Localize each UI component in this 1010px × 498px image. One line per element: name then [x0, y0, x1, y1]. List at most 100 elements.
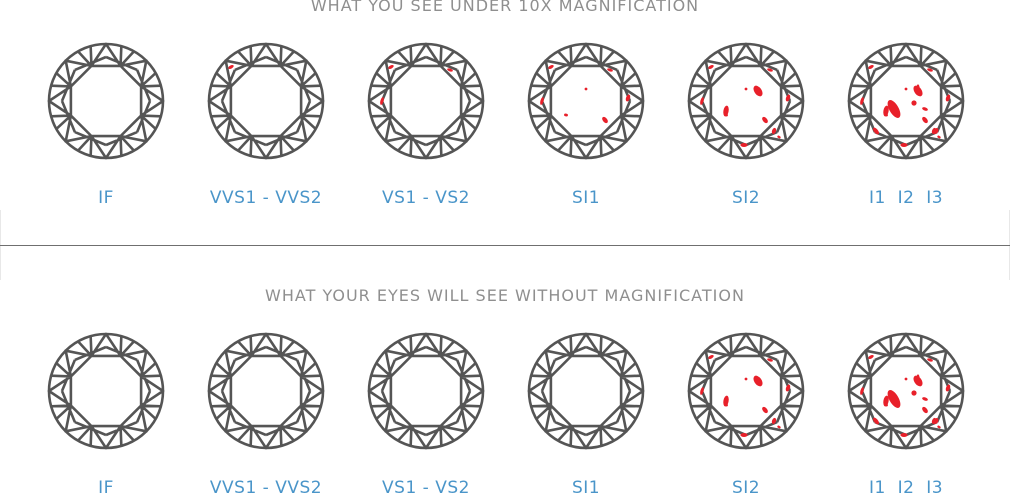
grade-label-si2: SI2: [731, 478, 761, 498]
inclusion-mark: [883, 105, 889, 117]
inclusion-mark: [904, 87, 908, 91]
round-brilliant-diamond-icon: [687, 332, 805, 450]
inclusion-mark: [916, 374, 920, 382]
inclusion-mark: [777, 135, 781, 139]
section-title: WHAT YOUR EYES WILL SEE WITHOUT MAGNIFIC…: [265, 286, 745, 305]
inclusion-mark: [700, 387, 704, 395]
inclusion-mark: [860, 387, 864, 395]
inclusion-mark: [873, 127, 879, 135]
inclusion-mark: [228, 64, 234, 70]
diamond-icon: [686, 331, 806, 451]
inclusion-mark: [723, 395, 729, 407]
grade-label-i: I1 I2 I3: [868, 478, 944, 498]
section-naked-eye: WHAT YOUR EYES WILL SEE WITHOUT MAGNIFIC…: [0, 248, 1010, 498]
facet-lines: [367, 42, 485, 160]
diamond-icon: [686, 41, 806, 161]
round-brilliant-diamond-icon: [207, 42, 325, 160]
inclusion-mark: [922, 107, 928, 111]
round-brilliant-diamond-icon: [527, 332, 645, 450]
grade-label-vs: VS1 - VS2: [382, 188, 470, 208]
inclusion-mark: [922, 116, 928, 124]
facet-lines: [687, 332, 805, 450]
inclusion-mark: [933, 128, 939, 134]
diamond-icon: [846, 41, 966, 161]
diamond-icon: [366, 41, 486, 161]
inclusion-mark: [887, 100, 901, 118]
facet-lines: [847, 332, 965, 450]
inclusion-mark: [700, 97, 704, 105]
inclusion-mark: [937, 425, 941, 429]
inclusion-mark: [927, 358, 933, 362]
inclusion-mark: [762, 406, 768, 414]
inclusion-mark: [753, 85, 763, 97]
inclusion-mark: [785, 384, 791, 392]
inclusion-mark: [584, 87, 588, 91]
round-brilliant-diamond-icon: [847, 332, 965, 450]
inclusion-mark: [904, 377, 908, 381]
inclusion-mark: [771, 417, 777, 425]
inclusion-mark: [723, 105, 729, 117]
inclusion-mark: [927, 68, 933, 72]
facet-lines: [47, 42, 165, 160]
grade-label-i: I1 I2 I3: [868, 188, 944, 208]
diamond-icon: [366, 331, 486, 451]
facet-lines: [687, 42, 805, 160]
inclusion-mark: [945, 94, 951, 102]
grade-label-si1: SI1: [571, 188, 601, 208]
inclusion-mark: [887, 390, 901, 408]
inclusion-mark: [744, 87, 748, 91]
inclusion-mark: [740, 433, 748, 437]
round-brilliant-diamond-icon: [47, 42, 165, 160]
inclusion-mark: [900, 433, 908, 437]
inclusion-mark: [625, 94, 631, 102]
grade-label-vvs: VVS1 - VVS2: [209, 188, 323, 208]
inclusion-mark: [708, 64, 714, 70]
inclusion-mark: [922, 406, 928, 414]
diamond-icon: [46, 331, 166, 451]
inclusion-mark: [540, 97, 544, 105]
inclusion-mark: [744, 377, 748, 381]
inclusion-mark: [388, 64, 394, 70]
inclusion-mark: [777, 425, 781, 429]
grade-label-if: IF: [98, 188, 114, 208]
round-brilliant-diamond-icon: [847, 42, 965, 160]
inclusion-mark: [933, 418, 939, 424]
inclusion-mark: [868, 64, 874, 70]
inclusion-mark: [740, 143, 748, 147]
grade-label-if: IF: [98, 478, 114, 498]
inclusion-mark: [767, 68, 773, 72]
grade-label-vs: VS1 - VS2: [382, 478, 470, 498]
inclusion-mark: [753, 375, 763, 387]
inclusion-mark: [916, 84, 920, 92]
inclusion-mark: [868, 354, 874, 360]
inclusion-mark: [447, 68, 453, 72]
inclusion-mark: [911, 100, 917, 106]
inclusion-mark: [883, 395, 889, 407]
section-title: WHAT YOU SEE UNDER 10X MAGNIFICATION: [310, 0, 700, 15]
facet-lines: [847, 42, 965, 160]
diamond-icon: [46, 41, 166, 161]
inclusion-mark: [785, 94, 791, 102]
inclusion-mark: [762, 116, 768, 124]
inclusion-mark: [548, 64, 554, 70]
inclusion-mark: [602, 116, 608, 124]
grade-label-si2: SI2: [731, 188, 761, 208]
facet-lines: [367, 332, 485, 450]
inclusion-mark: [564, 113, 568, 117]
facet-lines: [207, 42, 325, 160]
inclusion-mark: [771, 127, 777, 135]
round-brilliant-diamond-icon: [47, 332, 165, 450]
round-brilliant-diamond-icon: [687, 42, 805, 160]
round-brilliant-diamond-icon: [367, 42, 485, 160]
grade-label-vvs: VVS1 - VVS2: [209, 478, 323, 498]
diamond-icon: [526, 41, 646, 161]
inclusion-mark: [945, 384, 951, 392]
facet-lines: [527, 332, 645, 450]
diamond-icon: [206, 331, 326, 451]
round-brilliant-diamond-icon: [207, 332, 325, 450]
round-brilliant-diamond-icon: [367, 332, 485, 450]
inclusion-mark: [708, 354, 714, 360]
inclusion-mark: [860, 97, 864, 105]
diamond-icon: [846, 331, 966, 451]
grade-label-si1: SI1: [571, 478, 601, 498]
